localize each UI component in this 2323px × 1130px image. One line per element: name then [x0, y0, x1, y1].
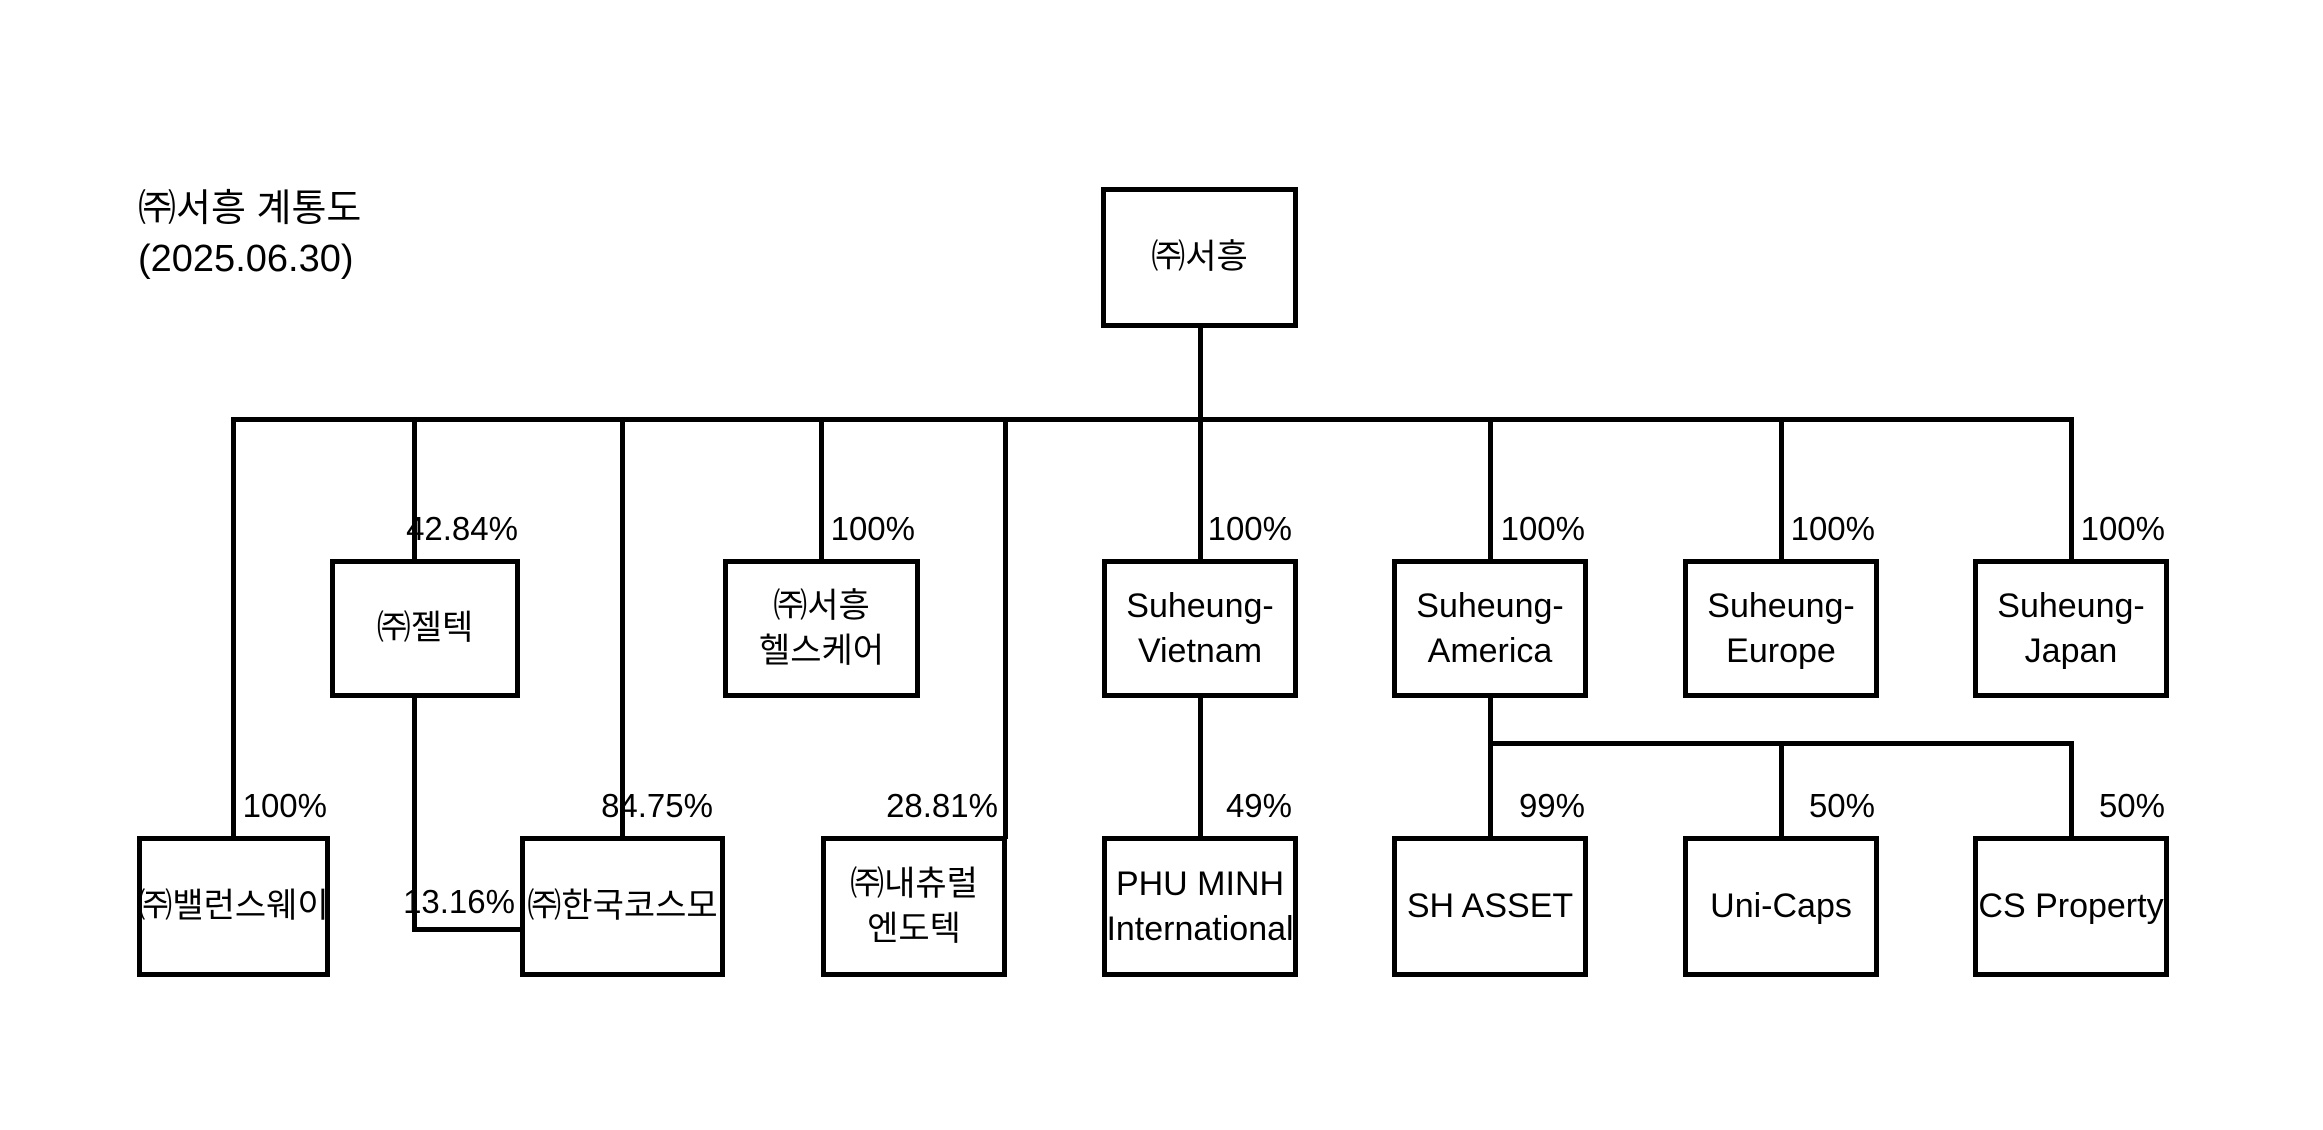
- org-node-uni-caps: Uni-Caps: [1683, 836, 1879, 977]
- org-node-label: ㈜젤텍: [376, 609, 474, 647]
- org-node-label: SH ASSET: [1406, 887, 1574, 925]
- connector-line: [2068, 416, 2074, 562]
- org-node-label: Suheung-: [1126, 586, 1274, 625]
- org-node-label: Europe: [1726, 631, 1836, 670]
- ownership-percent-korea-kosmo: 84.75%: [601, 787, 713, 824]
- ownership-percent-suheung-healthcare: 100%: [830, 510, 915, 547]
- connector-line: [230, 416, 2074, 422]
- connector-line: [1002, 416, 1008, 839]
- org-node-label: ㈜한국코스모: [527, 887, 718, 925]
- org-node-label: America: [1427, 631, 1553, 670]
- org-node-suheung-vietnam: Suheung- Vietnam: [1102, 559, 1298, 698]
- org-node-geltec: ㈜젤텍: [330, 559, 520, 698]
- ownership-percent-natural-endotech: 28.81%: [886, 787, 998, 824]
- org-node-label: ㈜내츄럴: [850, 864, 978, 903]
- connector-line: [818, 416, 824, 562]
- ownership-percent-cs-property: 50%: [2098, 787, 2165, 824]
- chart-title: ㈜서흥 계통도 (2025.06.30): [138, 184, 361, 284]
- connector-line: [1487, 695, 1493, 839]
- org-node-label: Suheung-: [1707, 586, 1855, 625]
- org-node-suheung-europe: Suheung- Europe: [1683, 559, 1879, 698]
- connector-line: [2068, 740, 2074, 839]
- geltec-kosmo-percent: 13.16%: [403, 883, 515, 920]
- ownership-percent-sh-asset: 99%: [1518, 787, 1585, 824]
- org-node-label: Uni-Caps: [1710, 887, 1852, 925]
- connector-line: [411, 695, 417, 932]
- ownership-percent-suheung-japan: 100%: [2080, 510, 2165, 547]
- chart-title-line1: ㈜서흥 계통도: [138, 188, 362, 230]
- ownership-percent-geltec: 42.84%: [406, 510, 518, 547]
- org-node-suheung-root: ㈜서흥: [1101, 187, 1298, 328]
- org-node-label: CS Property: [1978, 887, 2164, 925]
- ownership-percent-suheung-vietnam: 100%: [1207, 510, 1292, 547]
- org-node-sh-asset: SH ASSET: [1392, 836, 1588, 977]
- org-node-korea-kosmo: ㈜한국코스모: [520, 836, 725, 977]
- ownership-percent-suheung-america: 100%: [1500, 510, 1585, 547]
- connector-line: [1778, 740, 1784, 839]
- ownership-percent-balanceway: 100%: [242, 787, 327, 824]
- connector-line: [619, 416, 625, 839]
- org-node-suheung-japan: Suheung- Japan: [1973, 559, 2169, 698]
- org-node-label: ㈜서흥: [773, 586, 870, 625]
- org-node-label: 헬스케어: [758, 631, 885, 670]
- org-node-label: ㈜밸런스웨이: [138, 887, 329, 925]
- connector-line: [1778, 416, 1784, 562]
- org-node-label: Vietnam: [1137, 631, 1263, 670]
- connector-line: [1487, 416, 1493, 562]
- org-node-label: International: [1106, 909, 1294, 948]
- org-node-label: PHU MINH: [1115, 864, 1285, 903]
- connector-line: [1197, 416, 1203, 562]
- connector-line: [411, 416, 417, 562]
- chart-title-line2: (2025.06.30): [138, 238, 354, 280]
- connector-line: [230, 416, 236, 839]
- ownership-percent-uni-caps: 50%: [1808, 787, 1875, 824]
- org-node-label: Suheung-: [1416, 586, 1564, 625]
- org-node-label: 엔도텍: [867, 909, 961, 948]
- org-node-label: Suheung-: [1997, 586, 2145, 625]
- org-node-suheung-america: Suheung- America: [1392, 559, 1588, 698]
- org-node-label: ㈜서흥: [1151, 238, 1248, 276]
- connector-line: [1197, 325, 1203, 422]
- org-node-label: Japan: [2024, 631, 2118, 670]
- org-node-balanceway: ㈜밸런스웨이: [137, 836, 330, 977]
- org-node-cs-property: CS Property: [1973, 836, 2169, 977]
- ownership-percent-suheung-europe: 100%: [1790, 510, 1875, 547]
- connector-line: [411, 926, 523, 932]
- connector-line: [1197, 695, 1203, 839]
- ownership-percent-phu-minh: 49%: [1225, 787, 1292, 824]
- org-node-phu-minh: PHU MINH International: [1102, 836, 1298, 977]
